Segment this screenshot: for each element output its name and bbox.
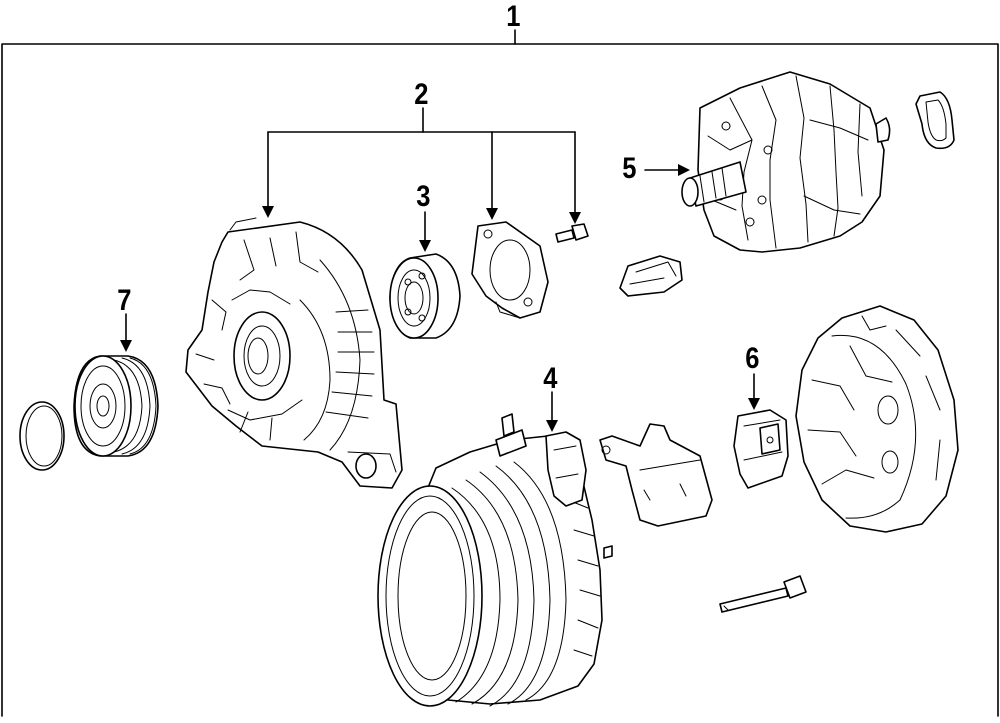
regulator-cover [599,423,713,527]
rotor [681,71,891,253]
callout-3: 3 [416,180,431,213]
leader-group-7 [120,313,132,352]
leader-group-5 [644,164,690,176]
through-bolt [719,575,807,613]
callout-7: 7 [117,284,132,317]
brush-holder [733,409,789,489]
callout-2: 2 [414,78,429,111]
leader-group-2 [262,107,581,224]
callout-4: 4 [543,362,558,395]
pulley-cap [19,401,65,471]
leader-group-6 [748,373,760,410]
rectifier-end-frame [795,305,959,533]
leader-group-3 [419,211,431,252]
leader-group-4 [546,391,558,432]
drive-end-frame [185,217,403,489]
pulley [73,355,159,457]
assembly-frame [1,43,999,717]
insulator-clip [619,255,683,297]
rubber-seal [915,91,955,150]
bearing-retainer-plate [471,221,549,319]
callout-6: 6 [745,342,760,375]
bearing [389,253,461,339]
callout-1: 1 [506,0,521,33]
retainer-screw [555,223,589,243]
stator-housing [377,413,613,707]
callout-5: 5 [622,152,637,185]
